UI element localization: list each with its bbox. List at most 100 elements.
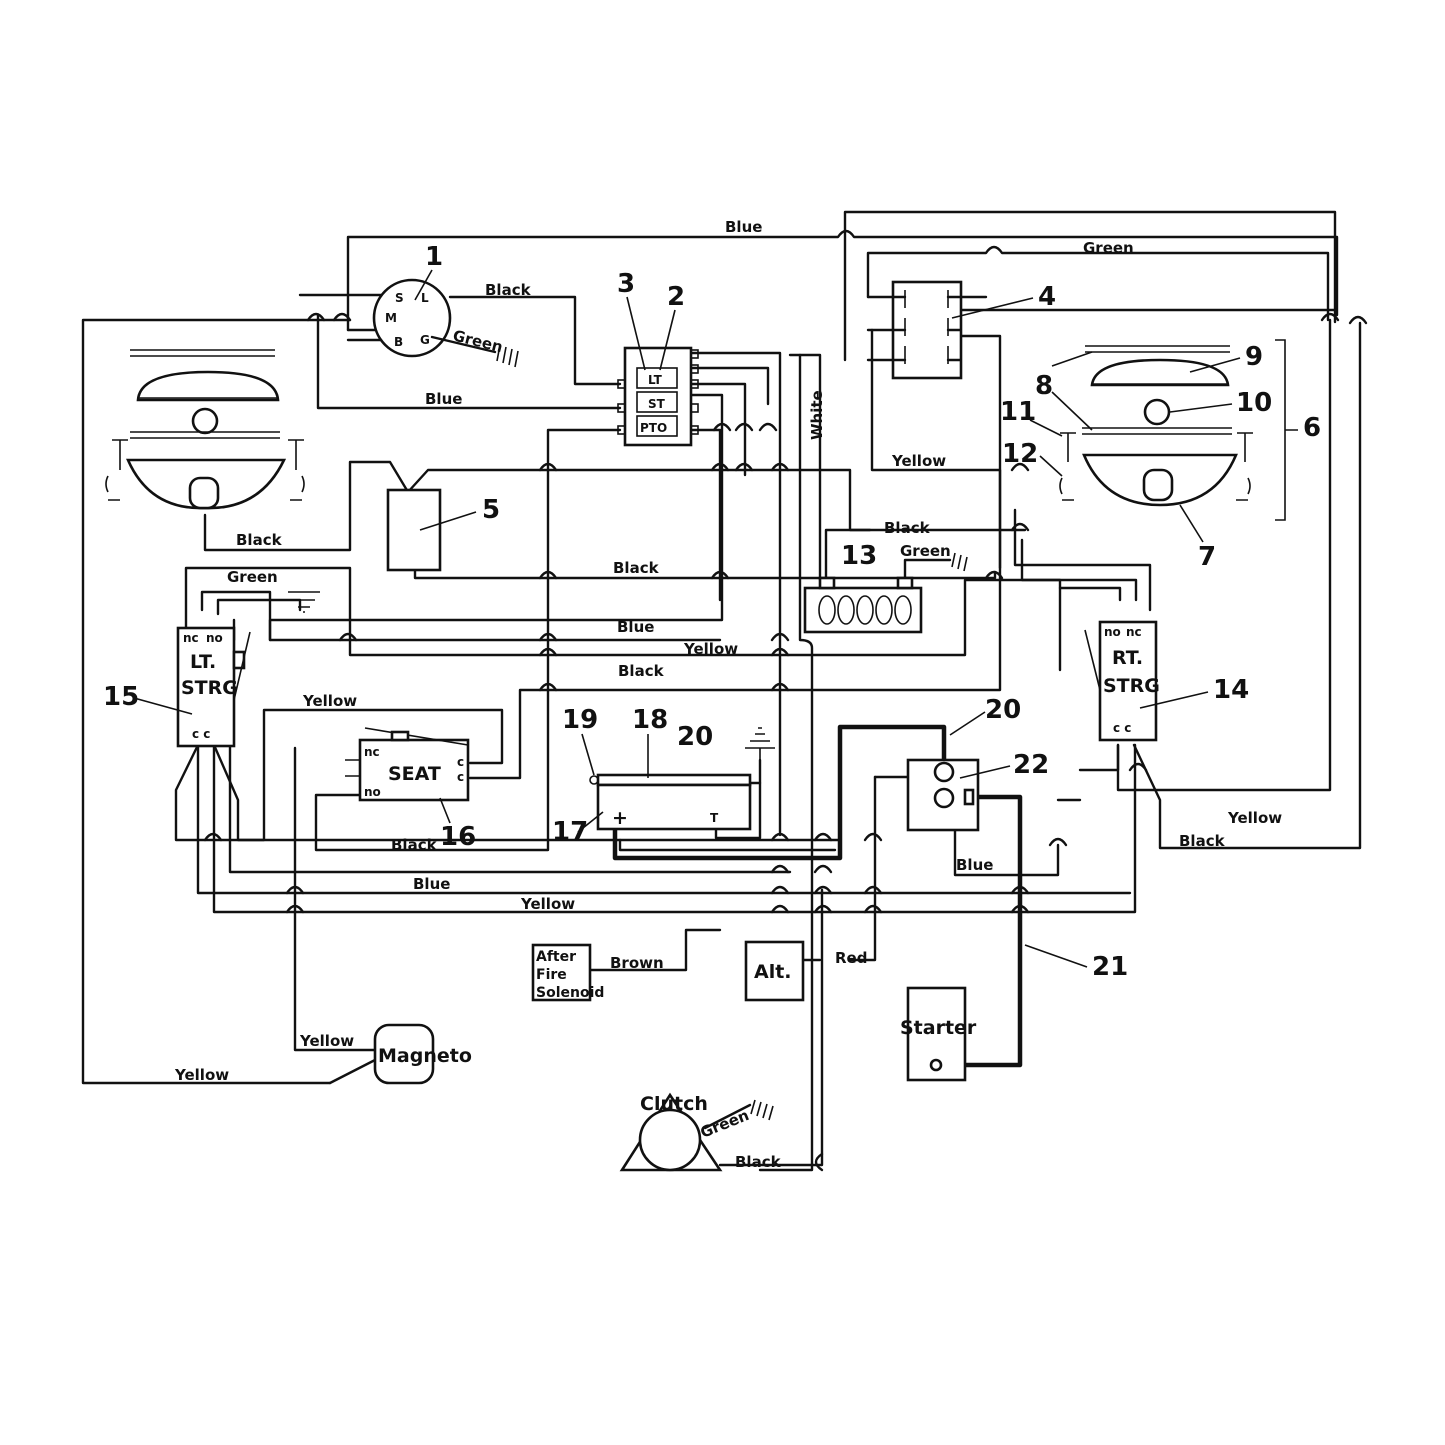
label-yellow-mag1: Yellow	[299, 1032, 354, 1050]
label-blue-mid: Blue	[617, 618, 654, 636]
ign-m: M	[385, 311, 397, 325]
battery: + T	[589, 773, 752, 831]
label-black-seat: Black	[391, 836, 438, 854]
callout-5: 5	[482, 495, 500, 525]
label-green-15: Green	[227, 568, 278, 586]
label-white: White	[808, 390, 826, 440]
cable-starter	[940, 794, 1023, 1068]
rt-c: c c	[1113, 721, 1131, 735]
callout-15: 15	[103, 682, 139, 712]
after-fire-solenoid: After Fire Solenoid	[531, 943, 604, 1002]
relay-block-4	[866, 280, 988, 380]
callout-12: 12	[1002, 439, 1038, 469]
callout-16: 16	[440, 822, 476, 852]
wire-black-ign	[448, 295, 622, 386]
wire-left-long	[81, 318, 352, 1085]
wire-blue-ign	[316, 313, 622, 410]
callout-11: 11	[1000, 397, 1036, 427]
ground-icon	[951, 552, 968, 572]
rt-nc: nc	[1126, 625, 1142, 639]
label-green-13: Green	[900, 542, 951, 560]
lt-strg-line2: STRG	[181, 677, 238, 699]
callout-19: 19	[562, 705, 598, 735]
afs-line1: After	[536, 949, 576, 965]
seat-label: SEAT	[388, 763, 441, 785]
starter-solenoid	[906, 758, 980, 832]
label-yellow-mid: Yellow	[683, 640, 738, 658]
label-black-r13: Black	[884, 519, 931, 537]
label-black-ign: Black	[485, 281, 532, 299]
crossovers	[203, 312, 1368, 1172]
callout-10: 10	[1236, 388, 1272, 418]
callout-2: 2	[667, 282, 685, 312]
callout-22: 22	[1013, 750, 1049, 780]
right-headlight	[1059, 339, 1298, 521]
seat-no: no	[364, 785, 381, 799]
ks-st: ST	[648, 397, 666, 411]
callout-18: 18	[632, 705, 668, 735]
seat-c2: c	[457, 770, 464, 784]
magneto: Magneto	[373, 1023, 472, 1085]
label-yellow-r: Yellow	[891, 452, 946, 470]
label-black-low: Black	[618, 662, 665, 680]
label-blue-low: Blue	[413, 875, 450, 893]
ground-icon	[496, 344, 519, 368]
label-black-clutch: Black	[735, 1153, 782, 1171]
rt-strg-line2: STRG	[1103, 675, 1160, 697]
seat-nc: nc	[364, 745, 380, 759]
seat-c1: c	[457, 755, 464, 769]
starter-label: Starter	[900, 1017, 977, 1039]
ground-icon	[745, 727, 775, 760]
ign-s: S	[395, 291, 404, 305]
callout-14: 14	[1213, 675, 1249, 705]
wire-white	[758, 353, 814, 1172]
callouts: 1 2 3 4 5 6 7 8 9 10 11 12 13 14 15 16 1…	[103, 242, 1321, 982]
cable-battery-positive	[612, 724, 947, 861]
pto-clutch: Clutch	[619, 1092, 774, 1172]
label-green-ign: Green	[451, 326, 505, 356]
label-red: Red	[835, 949, 867, 967]
label-blue-20: Blue	[956, 856, 993, 874]
ign-b: B	[394, 335, 403, 349]
seat-switch: nc no SEAT c c	[345, 727, 470, 802]
wires	[81, 210, 1362, 1172]
alt-label: Alt.	[754, 961, 792, 983]
label-yellow-mag2: Yellow	[174, 1066, 229, 1084]
callout-13: 13	[841, 541, 877, 571]
magneto-label: Magneto	[378, 1045, 472, 1067]
label-brown: Brown	[610, 954, 664, 972]
label-blue-ign: Blue	[425, 390, 462, 408]
ign-l: L	[421, 291, 429, 305]
wire-green-top	[866, 245, 1330, 322]
ign-g: G	[420, 333, 430, 347]
afs-line3: Solenoid	[536, 985, 604, 1001]
battery-plus: +	[612, 807, 628, 829]
callout-7: 7	[1198, 542, 1216, 572]
label-yellow-low: Yellow	[520, 895, 575, 913]
ignition-switch: S M B L G	[372, 278, 519, 368]
rt-strg-line1: RT.	[1112, 647, 1143, 669]
callout-4: 4	[1038, 282, 1056, 312]
ground-icon	[750, 1099, 774, 1121]
lt-strg-line1: LT.	[190, 651, 216, 673]
callout-20: 20	[985, 695, 1021, 725]
wire-green-outer	[843, 210, 1337, 362]
label-green-top: Green	[1083, 239, 1134, 257]
battery-minus: T	[710, 811, 719, 825]
lt-c: c c	[192, 727, 210, 741]
callout-3: 3	[617, 269, 635, 299]
callout-21: 21	[1092, 952, 1128, 982]
lt-no: no	[206, 631, 223, 645]
callout-17: 17	[552, 817, 588, 847]
right-steering-switch: no nc RT. STRG c c	[1084, 620, 1160, 742]
label-blue-top: Blue	[725, 218, 762, 236]
label-black-14: Black	[1179, 832, 1226, 850]
rt-no: no	[1104, 625, 1121, 639]
callout-9: 9	[1245, 342, 1263, 372]
alternator: Alt.	[744, 940, 805, 1002]
label-black-mid: Black	[613, 559, 660, 577]
starter-motor: Starter	[900, 986, 977, 1082]
label-yellow-seat: Yellow	[302, 692, 357, 710]
